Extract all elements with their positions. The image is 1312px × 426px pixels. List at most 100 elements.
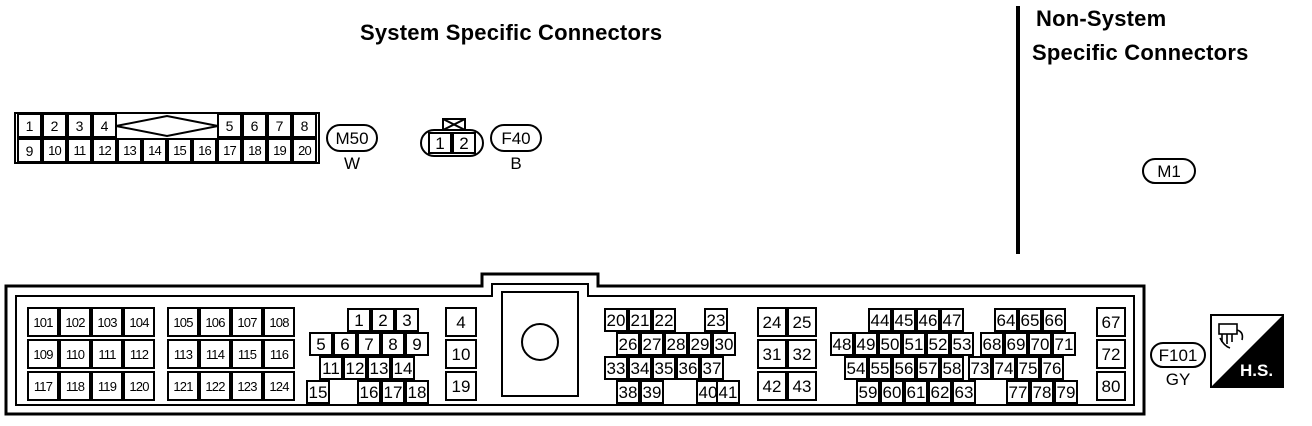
pin: 37 bbox=[700, 356, 724, 380]
pin: 48 bbox=[830, 332, 854, 356]
pin: 30 bbox=[712, 332, 736, 356]
pin: 101 bbox=[27, 307, 59, 337]
pin: 57 bbox=[916, 356, 940, 380]
pin: 14 bbox=[391, 356, 415, 380]
pin: 52 bbox=[926, 332, 950, 356]
pin: 60 bbox=[880, 380, 904, 404]
pin: 69 bbox=[1004, 332, 1028, 356]
pin: 11 bbox=[67, 138, 92, 163]
pin: 14 bbox=[142, 138, 167, 163]
pin: 43 bbox=[787, 371, 817, 401]
pin: 26 bbox=[616, 332, 640, 356]
pin: 4 bbox=[92, 113, 117, 138]
pin: 9 bbox=[405, 332, 429, 356]
pin: 56 bbox=[892, 356, 916, 380]
pin: 22 bbox=[652, 308, 676, 332]
pin: 13 bbox=[117, 138, 142, 163]
m1-connector-tag: M1 bbox=[1142, 158, 1196, 184]
pin: 27 bbox=[640, 332, 664, 356]
pin: 1 bbox=[17, 113, 42, 138]
pin: 21 bbox=[628, 308, 652, 332]
pin: 23 bbox=[704, 308, 728, 332]
pin: 117 bbox=[27, 371, 59, 401]
pin: 45 bbox=[892, 308, 916, 332]
pin: 5 bbox=[217, 113, 242, 138]
f101-connector-tag: F101 bbox=[1150, 342, 1206, 368]
pin: 120 bbox=[123, 371, 155, 401]
pin: 9 bbox=[17, 138, 42, 163]
harness-side-icon bbox=[1210, 314, 1284, 388]
f101-color-code: GY bbox=[1165, 370, 1191, 389]
non-system-heading-line2: Specific Connectors bbox=[1032, 40, 1249, 65]
pin: 8 bbox=[381, 332, 405, 356]
pin: 102 bbox=[59, 307, 91, 337]
pin: 3 bbox=[67, 113, 92, 138]
pin: 18 bbox=[242, 138, 267, 163]
pin: 35 bbox=[652, 356, 676, 380]
pin: 46 bbox=[916, 308, 940, 332]
pin: 44 bbox=[868, 308, 892, 332]
pin: 79 bbox=[1054, 380, 1078, 404]
pin: 115 bbox=[231, 339, 263, 369]
pin: 17 bbox=[381, 380, 405, 404]
pin: 7 bbox=[267, 113, 292, 138]
pin: 62 bbox=[928, 380, 952, 404]
pin: 68 bbox=[980, 332, 1004, 356]
pin: 70 bbox=[1028, 332, 1052, 356]
pin: 49 bbox=[854, 332, 878, 356]
pin: 80 bbox=[1096, 371, 1126, 401]
pin: 38 bbox=[616, 380, 640, 404]
pin: 10 bbox=[42, 138, 67, 163]
pin: 124 bbox=[263, 371, 295, 401]
pin: 6 bbox=[333, 332, 357, 356]
non-system-heading-line1: Non-System bbox=[1036, 6, 1167, 31]
m50-body bbox=[14, 112, 320, 164]
pin: 20 bbox=[604, 308, 628, 332]
pin: 119 bbox=[91, 371, 123, 401]
pin: 47 bbox=[940, 308, 964, 332]
pin: 10 bbox=[445, 339, 477, 369]
pin: 42 bbox=[757, 371, 787, 401]
pin: 111 bbox=[91, 339, 123, 369]
pin: 104 bbox=[123, 307, 155, 337]
pin: 1 bbox=[347, 308, 371, 332]
pin: 54 bbox=[844, 356, 868, 380]
pin: 3 bbox=[395, 308, 419, 332]
pin: 74 bbox=[992, 356, 1016, 380]
pin: 105 bbox=[167, 307, 199, 337]
pin: 8 bbox=[292, 113, 317, 138]
pin: 78 bbox=[1030, 380, 1054, 404]
pin: 15 bbox=[167, 138, 192, 163]
pin: 16 bbox=[357, 380, 381, 404]
pin: 107 bbox=[231, 307, 263, 337]
pin: 39 bbox=[640, 380, 664, 404]
pin: 2 bbox=[452, 132, 476, 154]
pin: 71 bbox=[1052, 332, 1076, 356]
m50-connector-tag: M50 bbox=[326, 124, 378, 152]
pin: 33 bbox=[604, 356, 628, 380]
pin: 59 bbox=[856, 380, 880, 404]
pin: 118 bbox=[59, 371, 91, 401]
section-divider bbox=[1016, 6, 1020, 254]
pin: 112 bbox=[123, 339, 155, 369]
pin: 121 bbox=[167, 371, 199, 401]
f40-color-code: B bbox=[510, 154, 522, 173]
pin: 32 bbox=[787, 339, 817, 369]
pin: 16 bbox=[192, 138, 217, 163]
pin: 51 bbox=[902, 332, 926, 356]
pin: 1 bbox=[428, 132, 452, 154]
pin: 36 bbox=[676, 356, 700, 380]
pin: 109 bbox=[27, 339, 59, 369]
pin: 113 bbox=[167, 339, 199, 369]
pin: 58 bbox=[940, 356, 964, 380]
pin: 12 bbox=[343, 356, 367, 380]
pin: 17 bbox=[217, 138, 242, 163]
pin: 123 bbox=[231, 371, 263, 401]
pin: 19 bbox=[445, 371, 477, 401]
m50-color-code: W bbox=[343, 154, 361, 173]
pin: 4 bbox=[445, 307, 477, 337]
pin: 63 bbox=[952, 380, 976, 404]
pin: 67 bbox=[1096, 307, 1126, 337]
f40-body bbox=[420, 129, 484, 157]
